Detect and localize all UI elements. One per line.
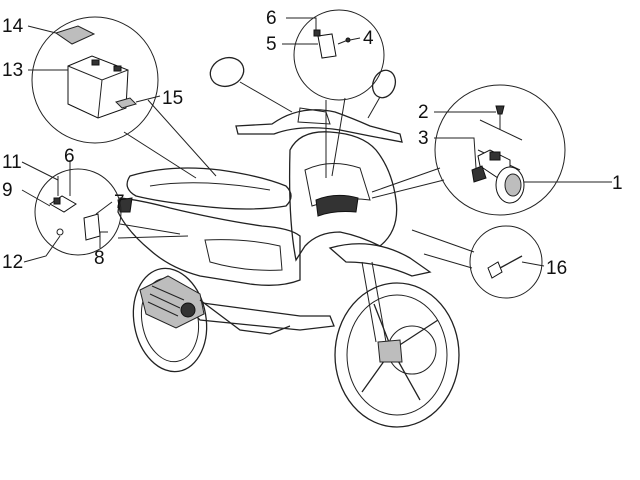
rear-hub [180, 302, 196, 318]
callout-7: 7 [114, 192, 125, 213]
callout-12: 12 [2, 252, 23, 273]
battery-strap [115, 97, 137, 109]
leader-lines [21, 17, 612, 267]
front-fender [328, 243, 432, 277]
engine-cover [139, 275, 205, 329]
rear-wheel [132, 267, 208, 373]
rear-light [117, 197, 133, 213]
callout-labels: 1 2 3 4 5 6 6 7 8 9 11 12 13 14 15 16 [2, 8, 623, 279]
handlebar [235, 109, 403, 143]
callout-3: 3 [418, 128, 429, 149]
callout-13: 13 [2, 60, 23, 81]
callout-15: 15 [162, 88, 183, 109]
seat [126, 167, 292, 210]
starter-relay-detail [34, 168, 189, 256]
callout-16: 16 [546, 258, 567, 279]
starter-relay [83, 213, 101, 241]
callout-6-relay: 6 [266, 8, 277, 29]
right-mirror [371, 69, 397, 99]
horn-detail [371, 84, 566, 216]
relay-detail [293, 9, 385, 178]
callout-11: 11 [2, 152, 22, 173]
front-indicator [315, 194, 359, 217]
front-shield [288, 131, 398, 262]
callout-1: 1 [612, 173, 623, 194]
floorboard [178, 299, 335, 331]
callout-2: 2 [418, 102, 429, 123]
relay [317, 33, 337, 59]
battery-detail [31, 16, 217, 179]
wheel-spokes [361, 303, 439, 401]
callout-4: 4 [363, 28, 374, 49]
battery [67, 55, 129, 119]
callout-9: 9 [2, 180, 13, 201]
callout-6-bracket: 6 [64, 146, 75, 167]
bolt-detail [411, 225, 543, 299]
callout-14: 14 [2, 16, 24, 37]
rear-body [117, 197, 301, 286]
scooter-illustration [117, 56, 460, 428]
front-wheel-tire [334, 282, 460, 428]
callout-5: 5 [266, 34, 277, 55]
left-mirror [209, 56, 245, 88]
bolt [487, 261, 503, 279]
callout-8: 8 [94, 248, 105, 269]
battery-cover [54, 25, 96, 45]
